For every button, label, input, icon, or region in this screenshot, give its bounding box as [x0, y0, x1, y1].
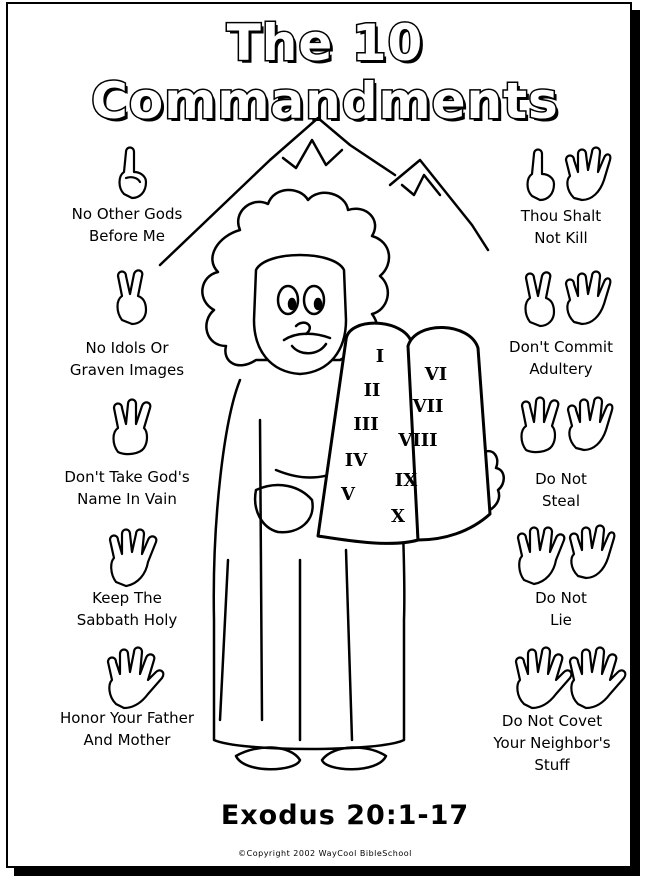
commandment-9-line1: Do Not [535, 589, 587, 607]
stone-tablets [316, 321, 492, 545]
ten-fingers-hands-icon [514, 646, 627, 710]
commandment-5: Honor Your Father And Mother [37, 707, 217, 751]
commandment-6-line1: Thou Shalt [520, 207, 602, 225]
commandment-8: Do Not Steal [471, 468, 650, 512]
tablet-numeral-6: VI [424, 364, 447, 385]
commandment-4: Keep The Sabbath Holy [37, 587, 217, 631]
commandment-9-line2: Lie [550, 611, 572, 629]
commandment-8-line1: Do Not [535, 470, 587, 488]
tablet-numeral-5: V [340, 484, 356, 505]
commandment-9: Do Not Lie [471, 587, 650, 631]
commandment-2-line2: Graven Images [69, 361, 185, 379]
four-finger-hand-icon [108, 528, 158, 588]
copyright-notice: ©Copyright 2002 WayCool BibleSchool [238, 849, 412, 858]
seven-fingers-hands-icon [524, 270, 612, 328]
commandment-10-line3: Stuff [534, 756, 570, 774]
tablet-numeral-9: IX [395, 470, 417, 491]
commandment-5-line2: And Mother [83, 731, 171, 749]
one-finger-hand-icon [118, 146, 148, 200]
commandment-10: Do Not Covet Your Neighbor's Stuff [467, 710, 637, 776]
commandment-6-line2: Not Kill [534, 229, 588, 247]
commandment-7-line2: Adultery [529, 360, 593, 378]
commandment-1-line2: Before Me [89, 227, 165, 245]
commandment-4-line1: Keep The [92, 589, 162, 607]
page-title: The 10 Commandments [90, 13, 560, 132]
eight-fingers-hands-icon [520, 396, 614, 454]
six-fingers-hands-icon [526, 146, 612, 202]
commandment-1: No Other Gods Before Me [37, 203, 217, 247]
commandment-4-line2: Sabbath Holy [76, 611, 178, 629]
commandment-7: Don't Commit Adultery [471, 336, 650, 380]
mountain-peaks [158, 116, 490, 267]
commandment-7-line1: Don't Commit [509, 338, 613, 356]
tablet-numeral-8: VIII [397, 430, 437, 451]
tablet-numeral-10: X [391, 506, 405, 527]
tablet-numeral-3: III [353, 414, 378, 435]
commandment-10-line2: Your Neighbor's [493, 734, 611, 752]
tablet-numeral-1: I [376, 346, 384, 367]
two-finger-hand-icon [116, 269, 148, 326]
commandment-1-line1: No Other Gods [71, 205, 183, 223]
nine-fingers-hands-icon [516, 524, 616, 586]
commandment-2-line1: No Idols Or [85, 339, 169, 357]
commandment-8-line2: Steal [542, 492, 580, 510]
moses-hair [201, 188, 391, 367]
commandment-3-line2: Name In Vain [77, 490, 177, 508]
moses-face [252, 253, 348, 376]
open-hand-icon [106, 646, 165, 710]
commandment-6: Thou Shalt Not Kill [471, 205, 650, 249]
tablet-numeral-2: II [364, 380, 381, 401]
frame-shadow-bottom [14, 868, 640, 876]
commandment-5-line1: Honor Your Father [59, 709, 195, 727]
frame-shadow-right [632, 10, 640, 876]
scripture-reference: Exodus 20:1-17 [220, 800, 470, 831]
three-finger-hand-icon [112, 398, 152, 456]
commandment-3: Don't Take God's Name In Vain [37, 466, 217, 510]
commandment-3-line1: Don't Take God's [64, 468, 190, 486]
tablet-numeral-4: IV [345, 450, 368, 471]
commandment-2: No Idols Or Graven Images [37, 337, 217, 381]
tablet-numeral-7: VII [412, 396, 444, 417]
commandment-10-line1: Do Not Covet [501, 712, 603, 730]
